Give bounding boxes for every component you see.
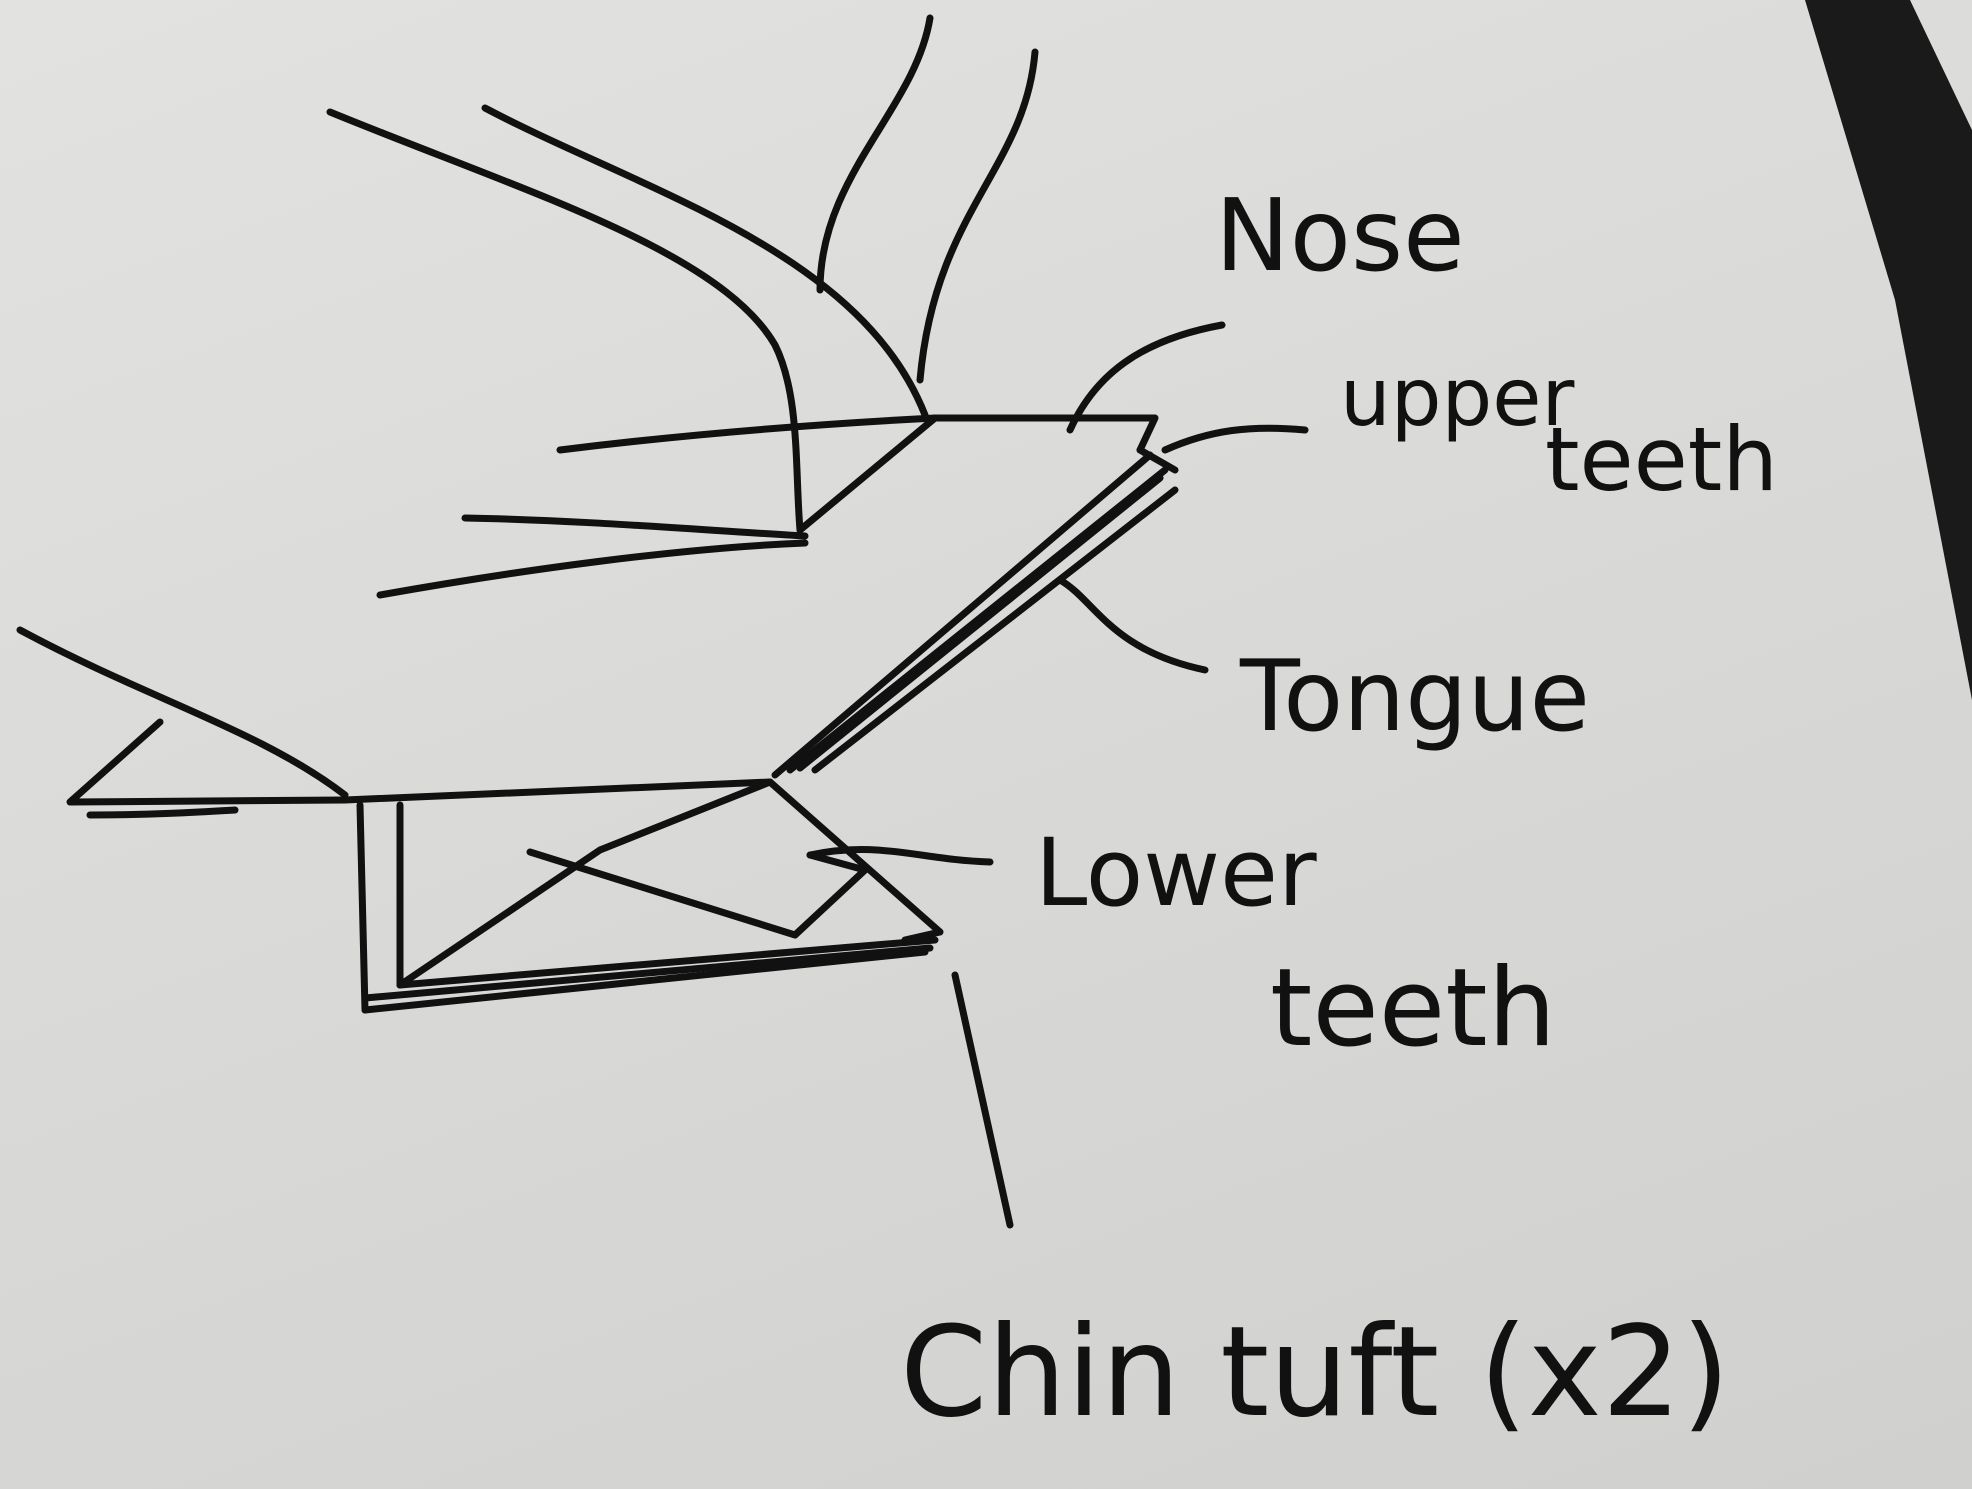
nose-label: Nose (1215, 177, 1465, 294)
upper-jaw (775, 418, 1175, 775)
tongue-leader (1060, 580, 1205, 670)
chin-tuft-leader (955, 975, 1010, 1225)
labels: Nose upper teeth Tongue Lower teeth Chin… (900, 177, 1778, 1445)
nose-leader (1070, 325, 1222, 430)
upper-teeth-leader (1165, 428, 1305, 450)
tongue-shape (800, 478, 1175, 770)
lower-teeth-label-line2: teeth (1270, 946, 1556, 1071)
upper-hair-strands (330, 18, 1035, 595)
upper-teeth-label-line2: teeth (1545, 408, 1778, 511)
lower-jaw (345, 782, 940, 1010)
tongue-label: Tongue (1239, 640, 1590, 754)
chin-tuft-label: Chin tuft (x2) (900, 1300, 1730, 1445)
lower-teeth-label-line1: Lower (1035, 819, 1317, 928)
board-edge (1805, 0, 1972, 700)
upper-teeth-label-line1: upper (1340, 351, 1574, 444)
lower-left-strands (20, 630, 345, 815)
